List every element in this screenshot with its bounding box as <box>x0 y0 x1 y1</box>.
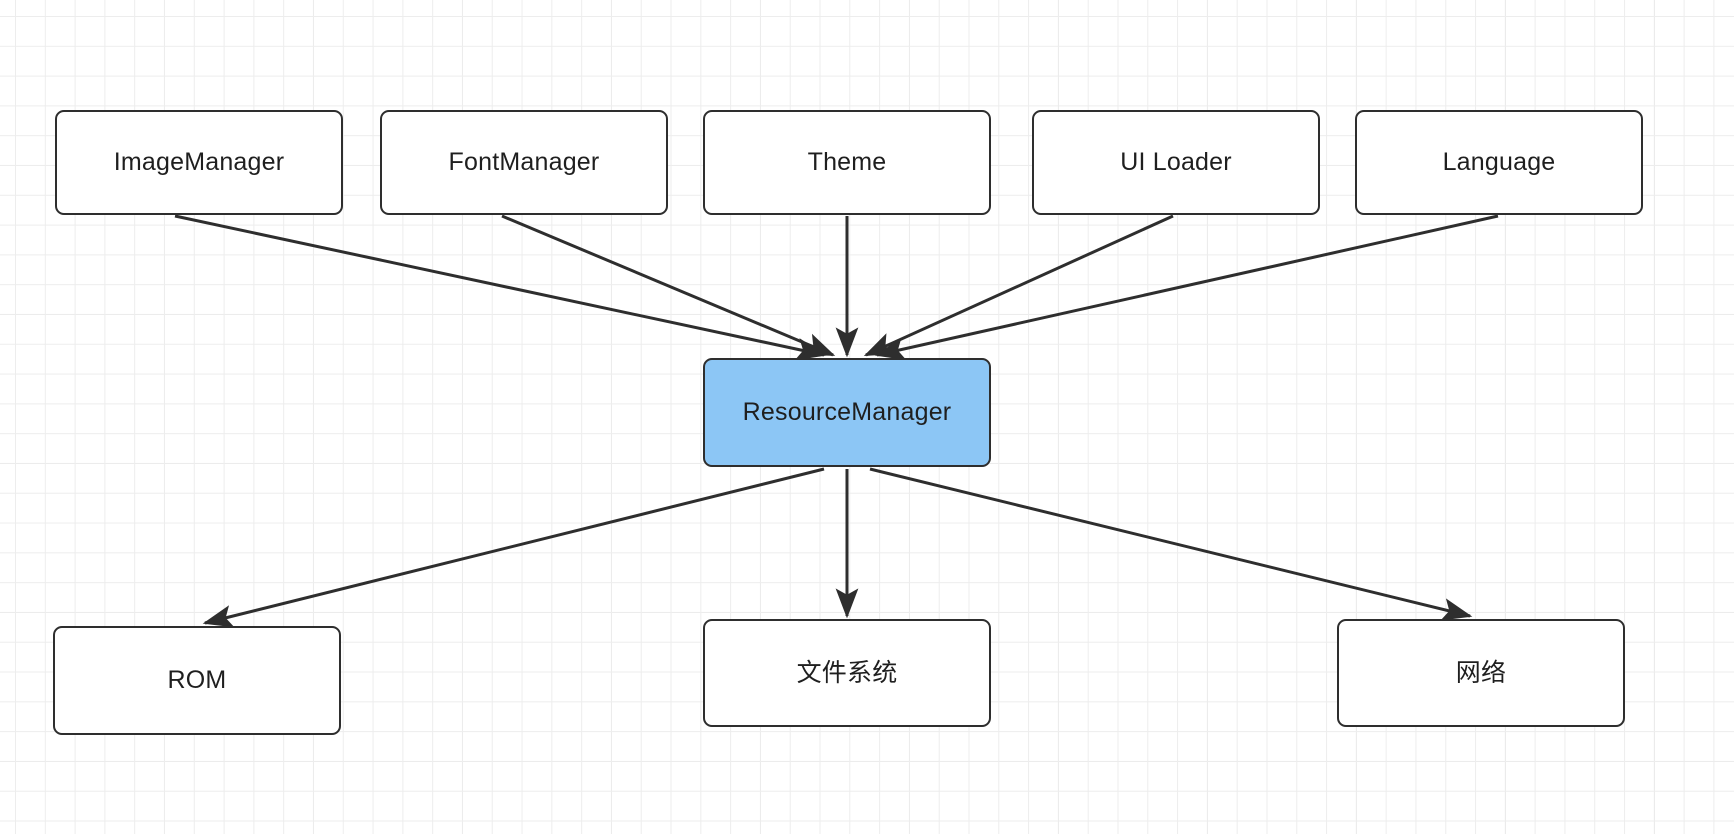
node-font-manager[interactable]: FontManager <box>380 110 668 215</box>
node-language[interactable]: Language <box>1355 110 1643 215</box>
edge-font-manager-to-resource-manager[interactable] <box>501 214 836 357</box>
node-label-theme: Theme <box>807 148 887 176</box>
node-label-rom: ROM <box>167 666 227 694</box>
edge-resource-manager-to-rom[interactable] <box>202 467 825 628</box>
node-label-font-manager: FontManager <box>448 148 600 176</box>
edge-resource-manager-to-network[interactable] <box>869 467 1473 621</box>
edge-image-manager-to-resource-manager[interactable] <box>174 214 827 361</box>
node-label-network: 网络 <box>1455 658 1507 687</box>
node-resource-manager[interactable]: ResourceManager <box>703 358 991 467</box>
node-label-image-manager: ImageManager <box>113 148 285 176</box>
node-rom[interactable]: ROM <box>53 626 341 735</box>
node-theme[interactable]: Theme <box>703 110 991 215</box>
node-label-language: Language <box>1442 148 1556 176</box>
node-image-manager[interactable]: ImageManager <box>55 110 343 215</box>
node-file-system[interactable]: 文件系统 <box>703 619 991 727</box>
node-label-file-system: 文件系统 <box>796 658 898 687</box>
node-network[interactable]: 网络 <box>1337 619 1625 727</box>
node-ui-loader[interactable]: UI Loader <box>1032 110 1320 215</box>
edge-language-to-resource-manager[interactable] <box>874 214 1499 361</box>
node-label-resource-manager: ResourceManager <box>742 398 952 426</box>
edge-ui-loader-to-resource-manager[interactable] <box>863 214 1174 357</box>
node-label-ui-loader: UI Loader <box>1120 148 1232 176</box>
